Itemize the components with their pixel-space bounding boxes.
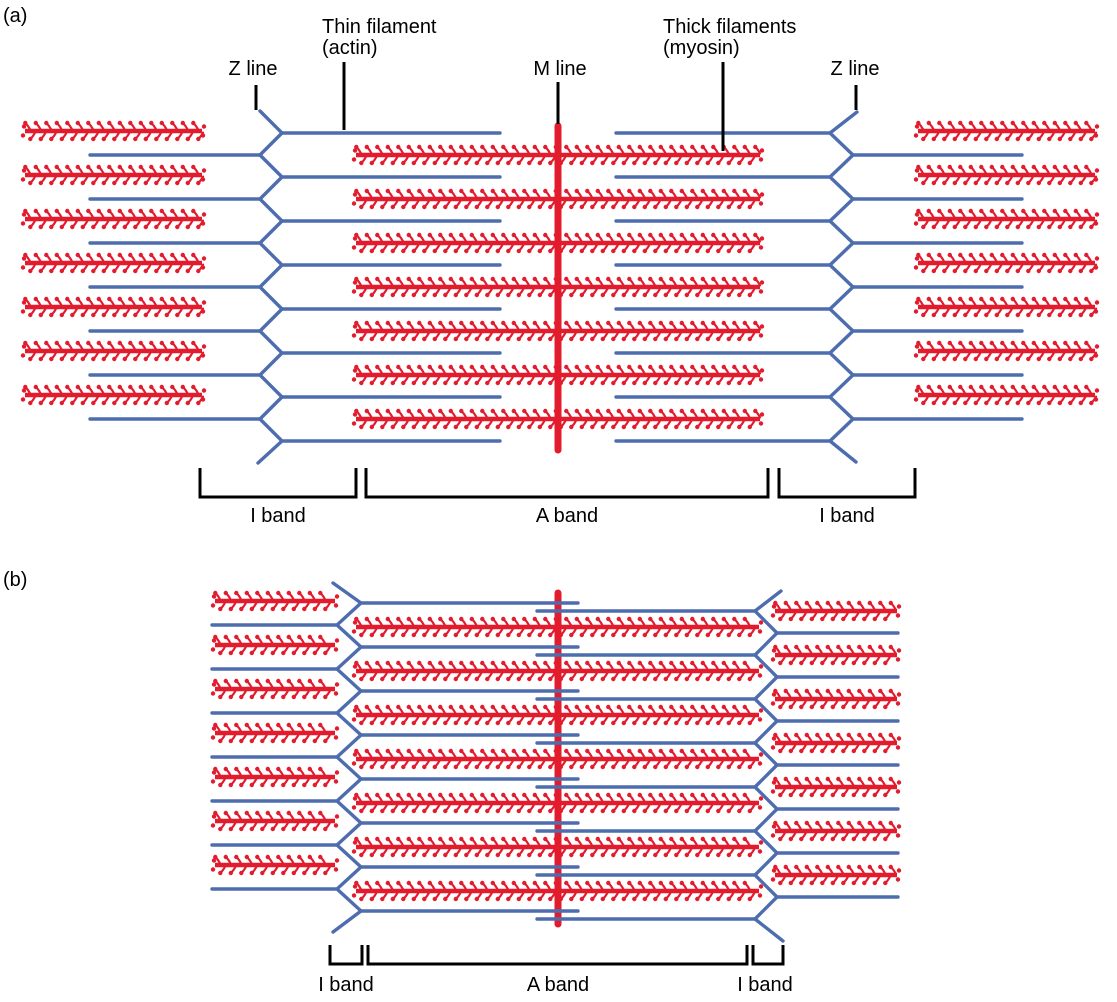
thick-filament (20, 164, 207, 186)
thick-filament (913, 252, 1100, 274)
thick-filament (351, 792, 764, 814)
thin-filament-label: Thin filament(actin) (322, 17, 437, 59)
thick-filament (913, 208, 1100, 230)
thin-filament-label-line2: (actin) (322, 37, 378, 59)
thick-filament (210, 590, 340, 612)
thick-filament (351, 880, 764, 902)
band-bracket (751, 945, 785, 966)
panel-a-tag: (a) (3, 5, 28, 27)
panel-b-contracted-sarcomere (210, 581, 902, 966)
panel-a-relaxed-sarcomere (20, 62, 1100, 499)
a-band-label-a: A band (535, 505, 599, 527)
thick-filament (210, 766, 340, 788)
thick-filament (770, 864, 902, 886)
band-bracket (777, 468, 917, 499)
i-band-left-label-a: I band (250, 505, 306, 527)
thick-filament (210, 678, 340, 700)
thick-filament (351, 748, 764, 770)
z-line-right-label: Z line (830, 58, 880, 80)
thick-filament (913, 164, 1100, 186)
thick-filament (913, 384, 1100, 406)
thick-filament (351, 188, 765, 210)
thick-filament (770, 732, 902, 754)
band-bracket (198, 468, 358, 499)
thick-filament (913, 120, 1100, 142)
thick-filament (351, 320, 765, 342)
thick-filaments-label-line1: Thick filaments (663, 16, 797, 38)
thin-filament-label-line1: Thin filament (322, 16, 437, 38)
thick-filament (351, 364, 765, 386)
i-band-right-label-a: I band (819, 505, 875, 527)
thick-filament (770, 644, 902, 666)
thick-filament (770, 688, 902, 710)
i-band-right-label-b: I band (737, 974, 793, 996)
z-line-left-label: Z line (228, 58, 278, 80)
thick-filament (351, 232, 765, 254)
thick-filament (770, 776, 902, 798)
thick-filaments-label-line2: (myosin) (663, 37, 740, 59)
i-band-left-label-b: I band (318, 974, 374, 996)
m-line-label: M line (533, 58, 587, 80)
thick-filament (913, 296, 1100, 318)
thick-filament (20, 208, 207, 230)
thick-filament (351, 704, 764, 726)
thick-filament (351, 276, 765, 298)
thick-filament (210, 854, 340, 876)
thick-filament (20, 384, 207, 406)
band-bracket (364, 468, 770, 499)
thick-filaments-label: Thick filaments(myosin) (663, 17, 796, 59)
panel-b-tag: (b) (3, 569, 28, 591)
band-bracket (328, 945, 364, 966)
thick-filament (770, 820, 902, 842)
thick-filament (210, 722, 340, 744)
band-bracket (366, 945, 749, 966)
thick-filament (351, 408, 765, 430)
thick-filament (20, 340, 207, 362)
thick-filament (351, 616, 764, 638)
a-band-label-b: A band (526, 974, 590, 996)
thick-filament (20, 252, 207, 274)
thick-filament (20, 296, 207, 318)
thick-filament (770, 600, 902, 622)
thick-filament (20, 120, 207, 142)
thick-filament (351, 836, 764, 858)
thick-filament (913, 340, 1100, 362)
thick-filament (351, 660, 764, 682)
thick-filament (210, 634, 340, 656)
thick-filament (210, 810, 340, 832)
